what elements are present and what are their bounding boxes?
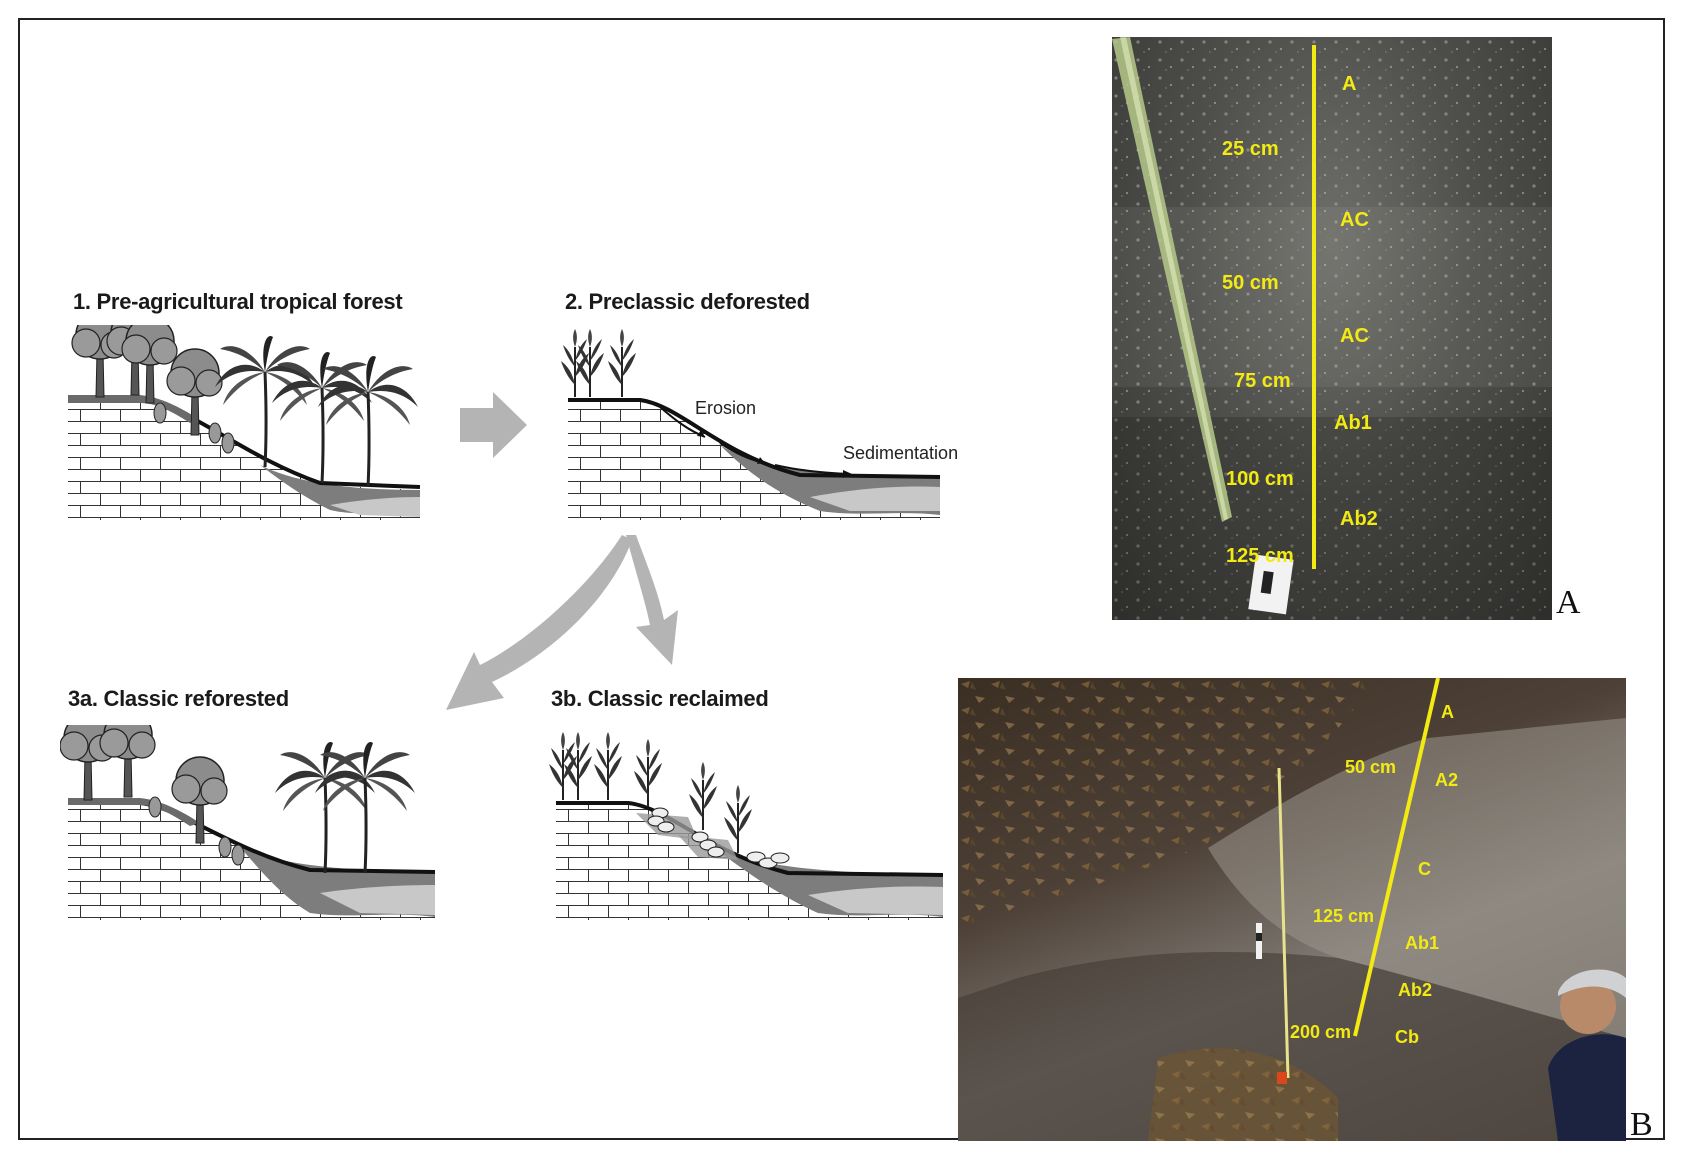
sedimentation-label: Sedimentation bbox=[843, 443, 958, 463]
depth-label: 200 cm bbox=[1290, 1022, 1351, 1042]
right-arrow-icon bbox=[460, 392, 527, 458]
photo-b-letter: B bbox=[1630, 1106, 1653, 1143]
depth-label: 25 cm bbox=[1222, 138, 1279, 160]
horizon-label: A bbox=[1342, 73, 1356, 95]
scene-preclassic-deforested: Erosion Sedimentation bbox=[560, 328, 958, 520]
horizon-label: Cb bbox=[1395, 1027, 1419, 1047]
maize-icon bbox=[593, 731, 623, 801]
depth-label: 75 cm bbox=[1234, 370, 1291, 392]
stone-terrace bbox=[647, 807, 790, 869]
horizon-label: Ab1 bbox=[1405, 933, 1439, 953]
branch-arrows bbox=[446, 535, 678, 710]
horizon-label: Ab2 bbox=[1340, 508, 1378, 530]
tree-icon bbox=[121, 325, 178, 404]
panel-2-title: 2. Preclassic deforested bbox=[565, 289, 810, 314]
depth-label: 50 cm bbox=[1222, 272, 1279, 294]
scene-classic-reclaimed bbox=[548, 731, 944, 920]
depth-label: 125 cm bbox=[1226, 545, 1294, 567]
scene-classic-reforested bbox=[60, 725, 436, 920]
maize-icon bbox=[633, 738, 663, 808]
depth-label: 50 cm bbox=[1345, 757, 1396, 777]
maize-icon bbox=[548, 731, 578, 801]
panel-3a-title: 3a. Classic reforested bbox=[68, 686, 289, 711]
scene-pre-agricultural-forest bbox=[68, 325, 421, 520]
horizon-label: A2 bbox=[1435, 770, 1458, 790]
horizon-label: A bbox=[1441, 702, 1454, 722]
tree-icon bbox=[99, 725, 156, 798]
horizon-label: Ab2 bbox=[1398, 980, 1432, 1000]
horizon-label: AC bbox=[1340, 209, 1369, 231]
soil-profile-photo-a: 25 cm 50 cm 75 cm 100 cm 125 cm A AC AC … bbox=[1112, 37, 1552, 620]
panel-3b-title: 3b. Classic reclaimed bbox=[551, 686, 769, 711]
horizon-label: C bbox=[1418, 859, 1431, 879]
erosion-label: Erosion bbox=[695, 398, 756, 418]
figure-frame bbox=[18, 18, 1665, 1140]
photo-a-letter: A bbox=[1556, 584, 1581, 621]
horizon-label: Ab1 bbox=[1334, 412, 1372, 434]
arrow-to-reforested-icon bbox=[446, 535, 632, 710]
maize-icon bbox=[688, 761, 718, 831]
horizon-label: AC bbox=[1340, 325, 1369, 347]
panel-1-title: 1. Pre-agricultural tropical forest bbox=[73, 289, 403, 314]
palm-tree-icon bbox=[313, 740, 417, 875]
depth-label: 100 cm bbox=[1226, 468, 1294, 490]
depth-label: 125 cm bbox=[1313, 906, 1374, 926]
maize-icon bbox=[607, 328, 637, 398]
maize-icon bbox=[560, 328, 590, 398]
soil-profile-photo-b: 50 cm 125 cm 200 cm A A2 C Ab1 Ab2 Cb bbox=[958, 678, 1626, 1141]
arrow-to-reclaimed-icon bbox=[626, 535, 678, 665]
